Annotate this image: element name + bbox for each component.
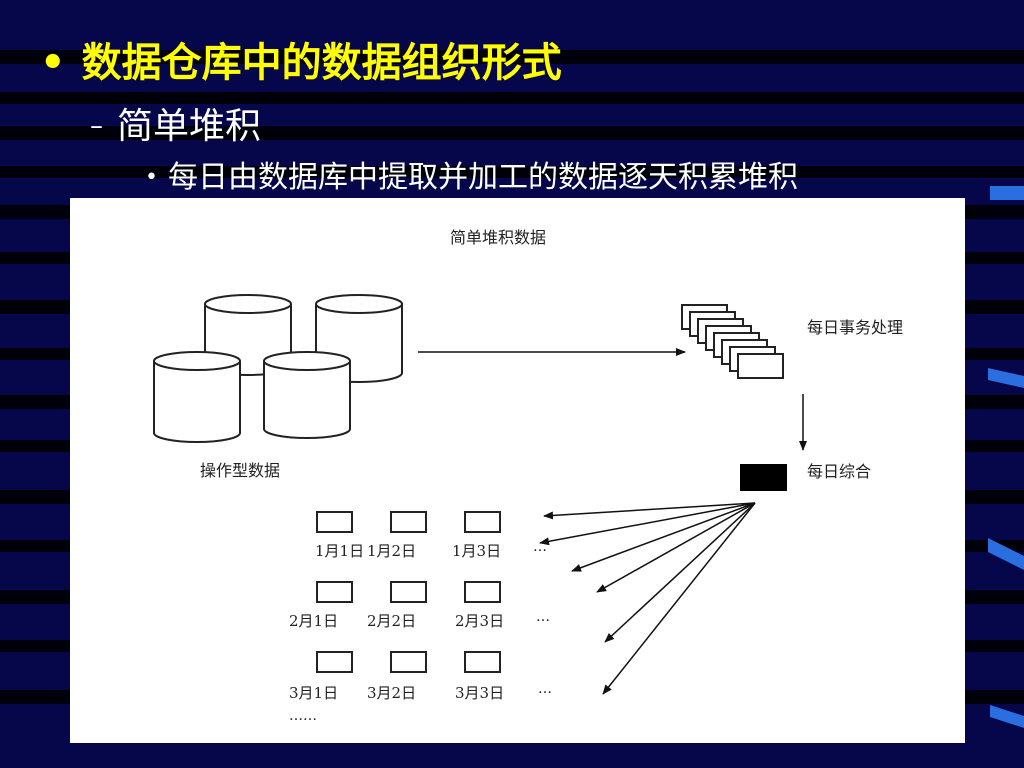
sub-bullet-text: 简单堆积 [117, 106, 262, 147]
source-data-label: 操作型数据 [200, 461, 280, 480]
date-label: 1月1日 [315, 542, 364, 560]
dash-marker: – [90, 111, 103, 141]
heading-bullet: • 数据仓库中的数据组织形式 [40, 30, 562, 88]
daily-summary-block [740, 464, 787, 491]
daily-summary-label: 每日综合 [807, 462, 871, 481]
diagram-title: 简单堆积数据 [450, 228, 546, 247]
daily-transactions-label: 每日事务处理 [807, 318, 903, 337]
database-icon-front-right [263, 351, 351, 439]
simple-accumulation-diagram: 简单堆积数据 操作型数据 [153, 228, 903, 724]
daily-box-row-3 [316, 651, 501, 673]
sub-bullet: –简单堆积 [90, 97, 261, 149]
date-label: 2月1日 [289, 612, 338, 630]
daily-box-row-2 [316, 581, 501, 603]
date-label: 1月2日 [367, 542, 416, 560]
continuation-label: …… [289, 708, 317, 724]
ellipsis-label: … [536, 609, 550, 625]
distribution-arrows [539, 502, 756, 695]
database-icon-front-left [153, 351, 241, 443]
date-label: 3月3日 [455, 684, 504, 702]
date-label: 3月1日 [289, 684, 338, 702]
daily-box-row-1 [316, 511, 501, 533]
diagram-panel: 简单堆积数据 操作型数据 [70, 198, 965, 743]
detail-bullet: • 每日由数据库中提取并加工的数据逐天积累堆积 [145, 152, 798, 196]
date-label: 2月3日 [455, 612, 504, 630]
transaction-stack-icon [681, 304, 784, 379]
ellipsis-label: … [533, 539, 547, 555]
bullet-marker: • [40, 40, 66, 86]
ellipsis-label: … [538, 681, 552, 697]
date-label: 3月2日 [367, 684, 416, 702]
date-label: 1月3日 [452, 542, 501, 560]
bullet-marker: • [145, 165, 158, 190]
date-label: 2月2日 [367, 612, 416, 630]
heading-text: 数据仓库中的数据组织形式 [81, 40, 562, 86]
detail-bullet-text: 每日由数据库中提取并加工的数据逐天积累堆积 [167, 160, 798, 195]
